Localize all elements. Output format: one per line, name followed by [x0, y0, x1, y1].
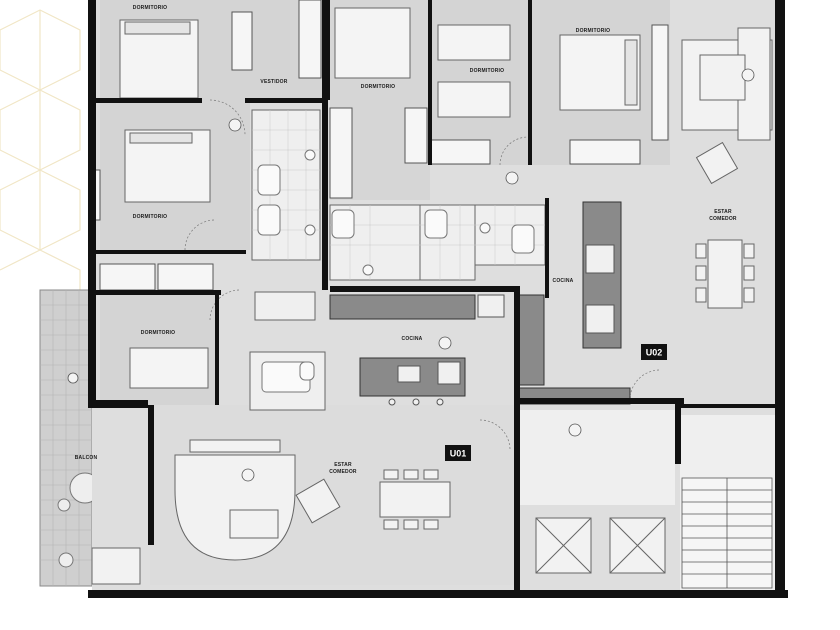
room-label-dormitorio-6: DORMITORIO: [141, 330, 175, 336]
doors: [184, 99, 661, 451]
room-label-comedor-u02: COMEDOR: [709, 216, 737, 222]
room-label-cocina-u02: COCINA: [553, 278, 574, 284]
room-label-dormitorio-1: DORMITORIO: [133, 5, 167, 11]
unit-label-u01: U01: [450, 449, 467, 459]
staircase: [681, 477, 773, 589]
bathrooms: [249, 109, 546, 411]
room-label-comedor-u01: COMEDOR: [329, 469, 357, 475]
room-label-estar-u02: ESTAR: [714, 209, 732, 215]
closets: [91, 0, 669, 291]
room-label-balcon: BALCON: [75, 455, 98, 461]
walls: [88, 0, 788, 598]
room-label-dormitorio-5: DORMITORIO: [576, 28, 610, 34]
room-label-estar-u01: ESTAR: [334, 462, 352, 468]
living-furniture: [91, 27, 773, 585]
background-pattern: [0, 9, 81, 300]
unit-badge-u01: U01: [445, 445, 471, 461]
room-label-dormitorio-3: DORMITORIO: [361, 84, 395, 90]
room-label-dormitorio-2: DORMITORIO: [133, 214, 167, 220]
people: [67, 68, 755, 482]
room-label-cocina-u01: COCINA: [402, 336, 423, 342]
beds: [119, 7, 641, 389]
room-label-dormitorio-4: DORMITORIO: [470, 68, 504, 74]
unit-badge-u02: U02: [641, 344, 667, 360]
unit-label-u02: U02: [646, 348, 663, 358]
room-label-vestidor: VESTIDOR: [260, 79, 287, 85]
room-labels: DORMITORIO VESTIDOR DORMITORIO DORMITORI…: [75, 5, 737, 475]
